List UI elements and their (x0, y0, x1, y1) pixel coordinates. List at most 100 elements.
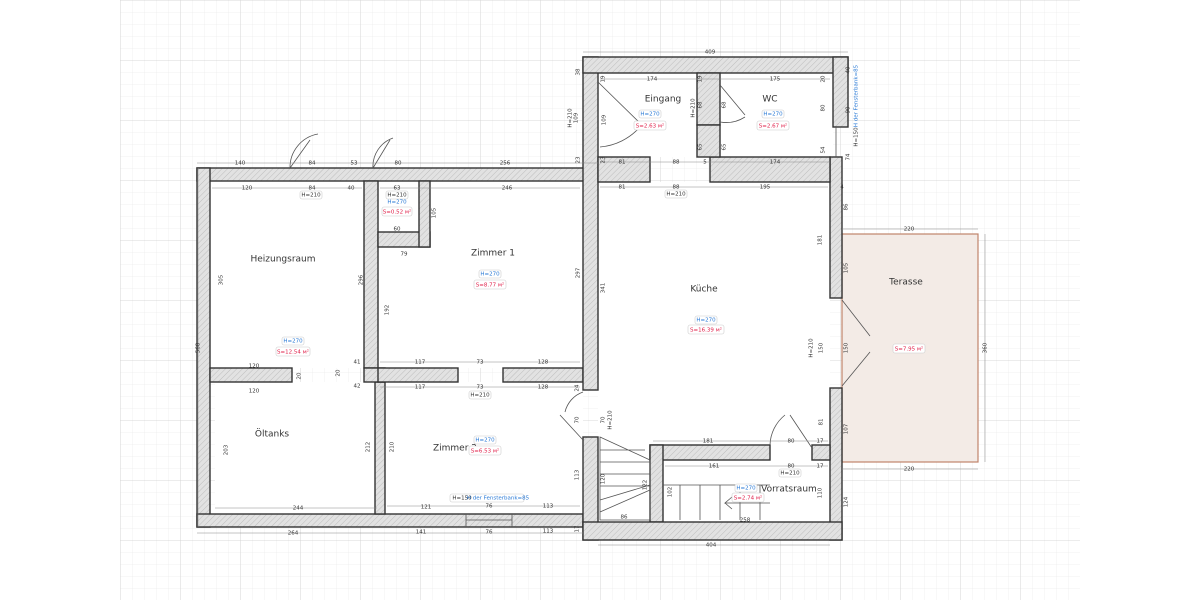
window-sill-tag: H der Fensterbank=85 (854, 64, 860, 127)
dim: 42 (354, 384, 361, 390)
dim: 174 (647, 77, 658, 83)
dim: 4 (840, 185, 844, 191)
door-height-tag: H=210 (568, 108, 574, 128)
dim: 88 (673, 160, 680, 166)
dim: 74 (846, 153, 852, 160)
dim: 73 (477, 385, 484, 391)
dim: 81 (619, 160, 626, 166)
door-height-tag: H=210 (666, 192, 686, 198)
dim: 120 (601, 473, 607, 484)
door-height-tag: H=210 (387, 193, 407, 199)
dim: 110 (818, 487, 824, 498)
dim: 124 (844, 496, 850, 507)
dim: 88 (673, 185, 680, 191)
dim: 409 (705, 50, 716, 56)
dim: 90 (846, 106, 852, 113)
dim: 113 (543, 529, 554, 535)
room-name-eingang[interactable]: Eingang (645, 95, 682, 105)
dim: 105 (844, 262, 850, 273)
dim: 105 (432, 207, 438, 218)
dim: 23 (576, 156, 582, 163)
dim: 256 (500, 161, 511, 167)
dimension-lines (197, 51, 986, 546)
room-name-terasse[interactable]: Terasse (888, 278, 923, 288)
dim: 17 (817, 439, 824, 445)
dim: 5 (703, 160, 707, 166)
room-area-tag: S=12.54 м² (277, 349, 309, 356)
dim: 117 (415, 360, 426, 366)
room-name-kueche[interactable]: Küche (690, 285, 718, 295)
dim: 102 (668, 487, 674, 498)
dim: 140 (235, 161, 246, 167)
dim: 24 (575, 384, 581, 391)
dim: 568 (196, 342, 202, 353)
dim: 175 (770, 77, 781, 83)
dim: 109 (602, 114, 608, 125)
dim: 258 (740, 518, 751, 524)
dim: 23 (601, 156, 607, 163)
dim: 120 (249, 364, 260, 370)
room-height-tag: H=270 (696, 318, 716, 324)
room-name-heizungsraum[interactable]: Heizungsraum (250, 255, 315, 265)
door-height-tag: H=210 (691, 98, 697, 118)
dim: 73 (477, 360, 484, 366)
dim: 296 (359, 274, 365, 285)
dim: 107 (844, 423, 850, 434)
dim: 161 (709, 464, 720, 470)
room-name-oeltanks[interactable]: Öltanks (255, 429, 290, 440)
room-area-tag: S=16.39 м² (690, 327, 722, 334)
dim: 80 (788, 439, 795, 445)
dim: 192 (385, 305, 391, 316)
dimension-labels: 140 84 53 80 256 120 84 40 63 60 246 79 … (196, 50, 989, 549)
dim: 128 (538, 360, 549, 366)
dim: 117 (415, 385, 426, 391)
room-height-tag: H=270 (763, 112, 783, 118)
room-name-zimmer-2[interactable]: Zimmer 2 (433, 444, 477, 454)
dim: 40 (348, 186, 355, 192)
room-area-tag: S=6.53 м² (471, 448, 499, 455)
dim: 210 (390, 441, 396, 452)
dim: 20 (821, 75, 827, 82)
dim: 79 (401, 252, 408, 258)
dim: 181 (703, 439, 714, 445)
dim: 305 (219, 274, 225, 285)
dim: 70 (601, 416, 607, 423)
dim: 109 (574, 112, 580, 123)
dim: 84 (309, 161, 316, 167)
room-height-tag: H=270 (387, 200, 407, 206)
dim: 122 (643, 480, 649, 491)
dim: 128 (538, 385, 549, 391)
dim: 86 (621, 515, 628, 521)
dim: 17 (817, 464, 824, 470)
room-name-zimmer-1[interactable]: Zimmer 1 (471, 249, 515, 259)
door-height-tag: H=210 (301, 193, 321, 199)
dim: 40 (846, 66, 852, 73)
dim: 81 (819, 419, 825, 426)
dim: 86 (844, 203, 850, 210)
dim: 360 (983, 342, 989, 353)
room-height-tag: H=270 (640, 112, 660, 118)
dim: 120 (242, 186, 253, 192)
dim: 244 (293, 506, 304, 512)
dim: 404 (706, 543, 717, 549)
window-sill-tag: H der Fensterbank=85 (467, 496, 530, 502)
dim: 19 (698, 75, 704, 82)
opening-tags: H=210 H=210 H=210 H=210 H=210 H=210 H=21… (299, 64, 860, 503)
room-name-wc[interactable]: WC (762, 95, 777, 105)
walls (196, 56, 849, 541)
room-area-tag: S=2.67 м² (759, 123, 787, 130)
dim: 84 (309, 186, 316, 192)
door-height-tag: H=210 (608, 410, 614, 430)
dim: 53 (351, 161, 358, 167)
dim: 38 (576, 68, 582, 75)
room-name-vorratsraum[interactable]: Vorratsraum (761, 485, 817, 495)
dim: 19 (601, 75, 607, 82)
door-height-tag: H=210 (780, 471, 800, 477)
dim: 60 (394, 227, 401, 233)
dim: 181 (818, 235, 824, 246)
room-area-tag: S=0.52 м² (383, 209, 411, 216)
dim: 150 (819, 342, 825, 353)
door-height-tag: H=210 (470, 393, 490, 399)
window-height-tag: H=150 (854, 127, 860, 147)
dim: 54 (821, 146, 827, 153)
